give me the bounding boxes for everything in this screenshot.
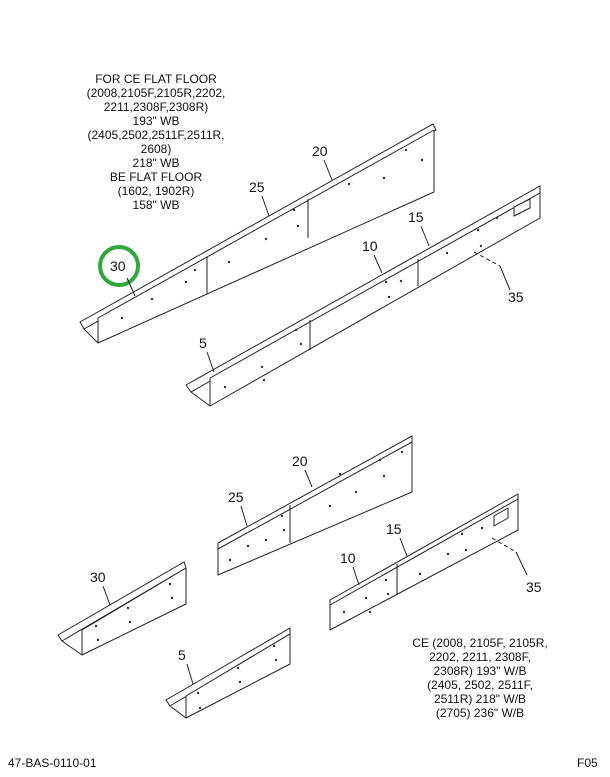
note-top-line: 218" WB	[132, 156, 180, 170]
callout-5[interactable]: 5	[178, 647, 186, 663]
leader-25	[240, 505, 248, 527]
note-bottom-line: 2511R) 218" W/B	[433, 692, 527, 706]
note-top-line: 158" WB	[132, 198, 180, 212]
highlight-ring	[98, 245, 140, 287]
callout-10[interactable]: 10	[340, 550, 356, 566]
rail-upper-top-holes	[120, 148, 424, 320]
note-top-line: (1602, 1902R)	[117, 184, 195, 198]
leader-25	[261, 195, 270, 217]
rail-upper-top[interactable]	[79, 123, 437, 344]
note-bottom-line: (2405, 2502, 2511F,	[427, 678, 533, 692]
leader-20	[304, 469, 313, 488]
rail-10-15-bottom-holes	[342, 526, 484, 614]
leader-5	[206, 351, 215, 373]
note-bottom-line: 2202, 2211, 2308F,	[429, 650, 531, 664]
leader-15	[420, 225, 430, 247]
rail-5-bottom-holes	[196, 644, 278, 710]
rail-30-bottom-holes	[94, 582, 174, 642]
drawing-number: 47-BAS-0110-01	[8, 756, 97, 770]
leader-30	[126, 277, 136, 297]
rail-upper-top-fold	[83, 328, 99, 344]
leader-35-tail	[499, 265, 511, 291]
note-top-line: FOR CE FLAT FLOOR	[95, 72, 217, 86]
leader-10	[373, 254, 383, 274]
callout-25[interactable]: 25	[249, 179, 265, 195]
leader-15	[399, 537, 408, 557]
rail-10-15-bottom[interactable]	[329, 493, 519, 631]
note-bottom-line: (2705) 236" W/B	[435, 706, 525, 720]
note-bottom: CE (2008, 2105F, 2105R, 2202, 2211, 2308…	[390, 636, 570, 720]
note-top-line: (2405,2502,2511F,2511R,	[87, 128, 225, 142]
leader-5	[186, 663, 194, 685]
rail-25-20-bottom-web	[217, 435, 413, 576]
callouts-top: 20 25 30 15 10 35 5	[110, 143, 524, 373]
rail-upper-top-web	[97, 129, 435, 344]
note-top-line: 193" WB	[132, 114, 180, 128]
sheet-code: F05	[577, 756, 598, 770]
rail-5-bottom-web	[185, 633, 291, 719]
callout-35[interactable]: 35	[508, 289, 524, 305]
callout-20[interactable]: 20	[292, 453, 308, 469]
callout-35[interactable]: 35	[526, 579, 542, 595]
rail-25-20-bottom-holes	[228, 450, 404, 562]
note-top-line: 2608)	[140, 142, 172, 156]
rail-lower-top-cutout	[513, 198, 531, 217]
leader-30	[102, 585, 111, 606]
rail-10-15-bottom-web	[329, 493, 519, 631]
callouts-bottom: 20 25 15 10 30 35 5	[90, 453, 542, 685]
rail-30-bottom[interactable]	[57, 561, 187, 656]
rail-5-bottom[interactable]	[165, 627, 291, 719]
callout-30[interactable]: 30	[90, 569, 106, 585]
rail-5-bottom-fold	[169, 705, 187, 719]
callout-15[interactable]: 15	[408, 209, 424, 225]
rail-25-20-bottom[interactable]	[217, 435, 413, 576]
note-top: FOR CE FLAT FLOOR (2008,2105F,2105R,2202…	[72, 72, 240, 212]
rail-lower-top[interactable]	[185, 185, 541, 407]
rail-lower-top-web	[209, 192, 541, 407]
leader-35	[473, 251, 501, 267]
rail-lower-top-fold	[190, 391, 211, 407]
leader-35-tail	[515, 551, 528, 576]
callout-5[interactable]: 5	[199, 335, 207, 351]
leader-10	[352, 566, 360, 586]
note-bottom-line: 2308R) 193" W/B	[433, 664, 527, 678]
note-top-line: 2211,2308F,2308R)	[103, 100, 209, 114]
callout-10[interactable]: 10	[362, 238, 378, 254]
rail-lower-top-holes	[223, 216, 499, 389]
rail-10-15-bottom-cutout	[493, 507, 509, 527]
leader-20	[323, 159, 333, 181]
note-bottom-line: CE (2008, 2105F, 2105R,	[412, 636, 548, 650]
leader-35	[491, 537, 517, 553]
note-top-line: (2008,2105F,2105R,2202,	[86, 86, 226, 100]
rail-30-bottom-web	[81, 567, 187, 656]
callout-15[interactable]: 15	[386, 521, 402, 537]
rail-30-bottom-fold	[61, 640, 83, 656]
callout-25[interactable]: 25	[228, 489, 244, 505]
callout-20[interactable]: 20	[312, 143, 328, 159]
rail-10-15-bottom-top-edge	[329, 498, 519, 606]
note-top-line: BE FLAT FLOOR	[109, 170, 203, 184]
callout-30[interactable]: 30	[110, 258, 126, 274]
